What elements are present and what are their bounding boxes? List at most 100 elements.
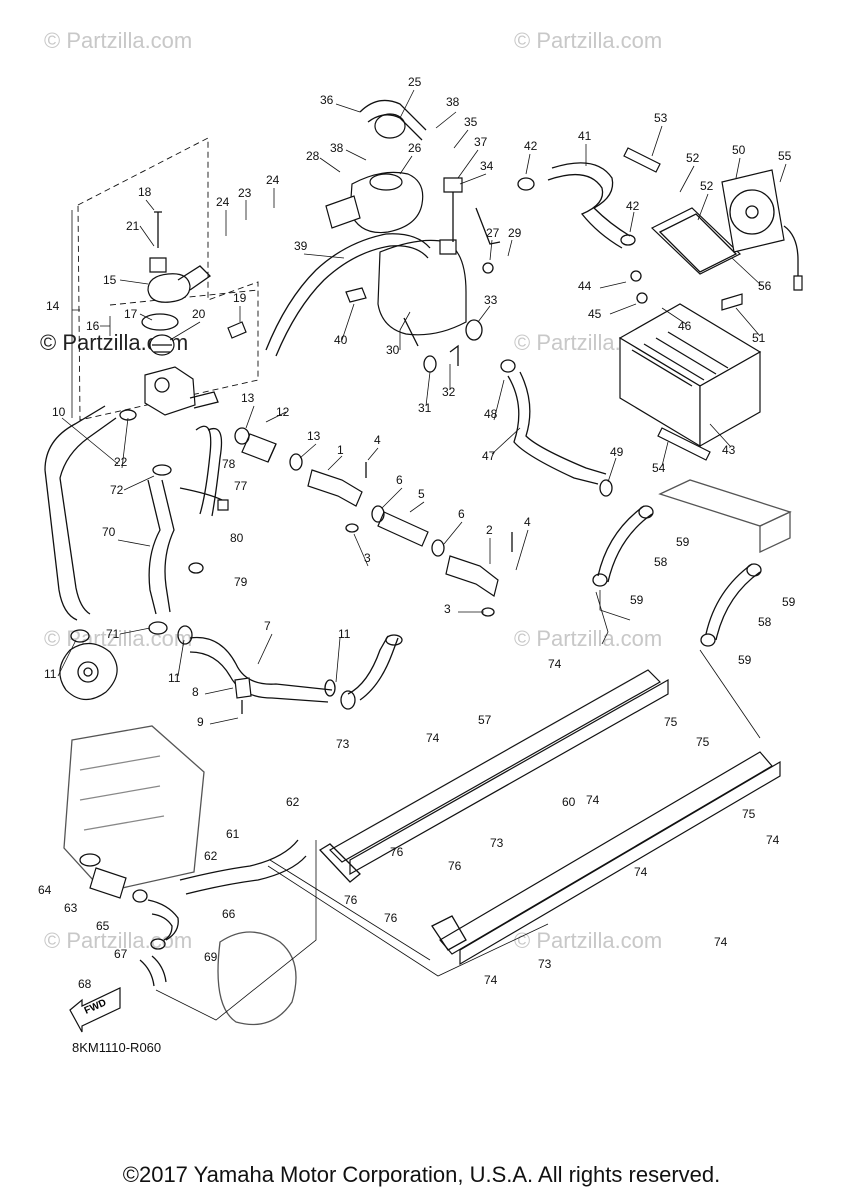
callout-72: 72 [110, 483, 124, 497]
callout-23: 23 [238, 186, 252, 200]
callout-75: 75 [664, 715, 678, 729]
callout-59: 59 [738, 653, 752, 667]
callout-44: 44 [578, 279, 592, 293]
callout-26: 26 [408, 141, 422, 155]
callout-50: 50 [732, 143, 746, 157]
callout-64: 64 [38, 883, 52, 897]
watermark-top-right: © Partzilla.com [514, 28, 663, 53]
callout-11: 11 [44, 667, 57, 681]
callout-59: 59 [782, 595, 796, 609]
callout-24: 24 [266, 173, 280, 187]
callout-51: 51 [752, 331, 766, 345]
callout-59: 59 [630, 593, 644, 607]
callout-2: 2 [486, 523, 493, 537]
callout-13: 13 [307, 429, 321, 443]
callout-38: 38 [446, 95, 460, 109]
watermark-bottom-right: © Partzilla.com [514, 928, 663, 953]
callout-22: 22 [114, 455, 128, 469]
callout-13: 13 [241, 391, 255, 405]
callout-74: 74 [548, 657, 562, 671]
callout-42: 42 [626, 199, 640, 213]
callout-60: 60 [562, 795, 576, 809]
callout-16: 16 [86, 319, 100, 333]
leader-lines [57, 89, 787, 725]
callout-39: 39 [294, 239, 308, 253]
callout-14: 14 [46, 299, 60, 313]
callout-66: 66 [222, 907, 236, 921]
watermark-mid-right: © Partzilla.com [514, 626, 663, 651]
watermark-bottom-left: © Partzilla.com [44, 928, 193, 953]
callout-74: 74 [426, 731, 440, 745]
callout-62: 62 [286, 795, 300, 809]
callout-76: 76 [384, 911, 398, 925]
callout-3: 3 [364, 551, 371, 565]
callout-71: 71 [106, 627, 120, 641]
callout-74: 74 [586, 793, 600, 807]
fwd-arrow: FWD [69, 987, 121, 1033]
callout-68: 68 [78, 977, 92, 991]
callout-4: 4 [524, 515, 531, 529]
callout-73: 73 [490, 836, 504, 850]
hose-7-drawing [177, 625, 403, 714]
callout-32: 32 [442, 385, 456, 399]
callout-27: 27 [486, 226, 500, 240]
callout-74: 74 [484, 973, 498, 987]
callout-43: 43 [722, 443, 736, 457]
callout-52: 52 [700, 179, 714, 193]
callout-5: 5 [418, 487, 425, 501]
callout-37: 37 [474, 135, 488, 149]
copyright-notice: ©2017 Yamaha Motor Corporation, U.S.A. A… [122, 1162, 721, 1187]
callout-42: 42 [524, 139, 538, 153]
watermark-top-left: © Partzilla.com [44, 28, 193, 53]
callout-63: 63 [64, 901, 78, 915]
callout-34: 34 [480, 159, 494, 173]
callout-30: 30 [386, 343, 400, 357]
left-hoses-drawing [44, 405, 204, 701]
callout-65: 65 [96, 919, 110, 933]
callout-45: 45 [588, 307, 602, 321]
callout-17: 17 [124, 307, 138, 321]
callout-11: 11 [168, 671, 181, 685]
callout-18: 18 [138, 185, 152, 199]
callout-33: 33 [484, 293, 498, 307]
callout-8: 8 [192, 685, 199, 699]
drawing-code: 8KM1110-R060 [72, 1040, 162, 1055]
callout-77: 77 [234, 479, 248, 493]
callout-70: 70 [102, 525, 116, 539]
callout-49: 49 [610, 445, 624, 459]
callout-40: 40 [334, 333, 348, 347]
callout-74: 74 [634, 865, 648, 879]
callout-80: 80 [230, 531, 244, 545]
callout-41: 41 [578, 129, 592, 143]
callout-19: 19 [233, 291, 247, 305]
callout-6: 6 [396, 473, 403, 487]
thermostat-assembly-drawing [77, 137, 259, 517]
right-hoses-drawing [592, 479, 792, 647]
callout-57: 57 [478, 713, 492, 727]
watermark-mid-left: © Partzilla.com [44, 626, 193, 651]
callout-74: 74 [766, 833, 780, 847]
callout-75: 75 [696, 735, 710, 749]
callout-4: 4 [374, 433, 381, 447]
callout-1: 1 [337, 443, 344, 457]
callout-46: 46 [678, 319, 692, 333]
callout-74: 74 [714, 935, 728, 949]
callout-73: 73 [538, 957, 552, 971]
callout-9: 9 [197, 715, 204, 729]
callout-10: 10 [52, 405, 66, 419]
callout-29: 29 [508, 226, 522, 240]
callout-31: 31 [418, 401, 432, 415]
callout-20: 20 [192, 307, 206, 321]
callout-69: 69 [204, 950, 218, 964]
callout-47: 47 [482, 449, 496, 463]
callout-15: 15 [103, 273, 117, 287]
callout-59: 59 [676, 535, 690, 549]
callout-55: 55 [778, 149, 792, 163]
center-pipes-drawing [234, 427, 513, 617]
callout-73: 73 [336, 737, 350, 751]
callout-36: 36 [320, 93, 334, 107]
callout-78: 78 [222, 457, 236, 471]
engine-drawing [63, 725, 317, 1026]
callout-62: 62 [204, 849, 218, 863]
